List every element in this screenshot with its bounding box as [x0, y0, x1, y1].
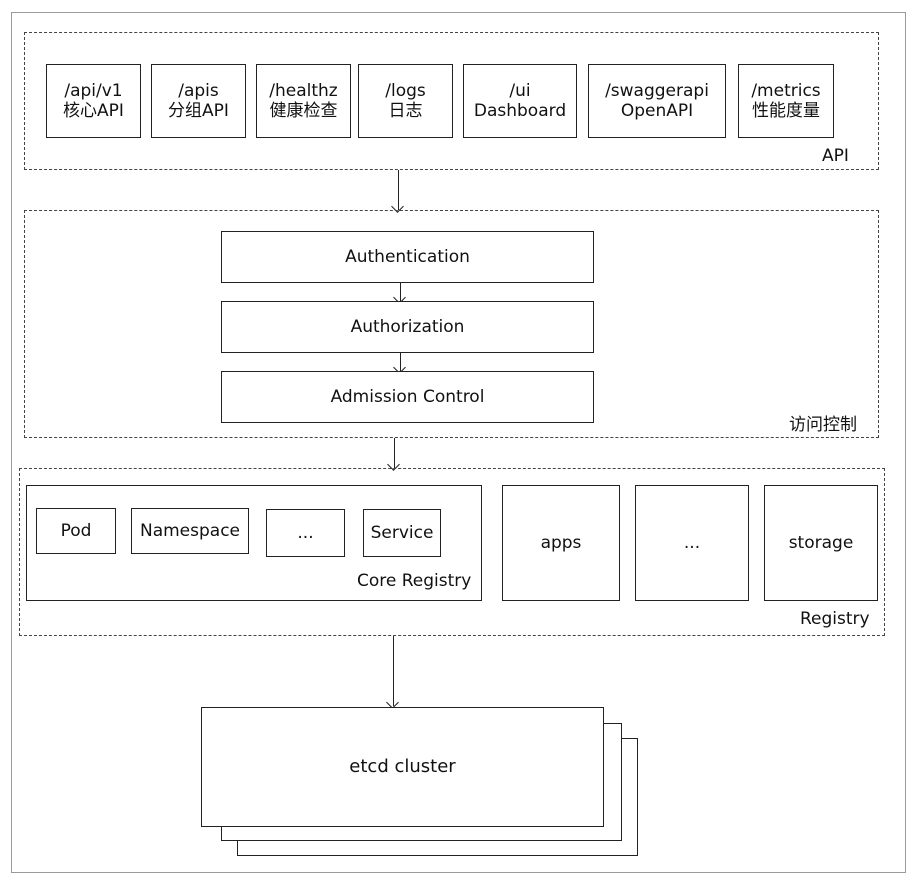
core-registry-item-namespace: Namespace	[131, 508, 249, 554]
registry-storage-box: storage	[764, 485, 878, 601]
arrow-api-to-access	[398, 170, 399, 210]
arrow-auth-to-authz	[400, 283, 401, 301]
registry-group-label: Registry	[800, 609, 870, 629]
endpoint-path: /logs	[385, 81, 426, 101]
etcd-cluster-label: etcd cluster	[349, 756, 456, 777]
api-endpoint-logs: /logs 日志	[358, 64, 453, 138]
endpoint-path: /apis	[178, 81, 219, 101]
authentication-label: Authentication	[345, 247, 470, 267]
core-registry-label: Core Registry	[357, 571, 472, 591]
endpoint-desc: OpenAPI	[620, 101, 694, 121]
access-control-group	[24, 210, 879, 438]
endpoint-path: /api/v1	[64, 81, 123, 101]
api-group	[24, 32, 879, 170]
namespace-label: Namespace	[139, 521, 241, 541]
endpoint-desc: 健康检查	[269, 101, 338, 121]
endpoint-path: /swaggerapi	[605, 81, 709, 101]
etcd-cluster-box: etcd cluster	[201, 707, 604, 827]
ellipsis-label: ...	[297, 523, 314, 543]
api-group-label: API	[822, 146, 849, 166]
apps-label: apps	[540, 533, 582, 553]
core-registry-item-service: Service	[363, 509, 441, 557]
arrow-access-to-registry	[394, 438, 395, 468]
api-endpoint-ui: /ui Dashboard	[463, 64, 577, 138]
api-endpoint-healthz: /healthz 健康检查	[256, 64, 351, 138]
endpoint-desc: 核心API	[63, 101, 124, 121]
endpoint-desc: 日志	[388, 101, 423, 121]
arrow-authz-to-admission	[400, 353, 401, 371]
api-endpoint-apis: /apis 分组API	[151, 64, 246, 138]
api-endpoint-swaggerapi: /swaggerapi OpenAPI	[588, 64, 726, 138]
storage-label: storage	[788, 533, 854, 553]
pod-label: Pod	[60, 521, 92, 541]
registry-more-box: ...	[635, 485, 749, 601]
endpoint-path: /ui	[509, 81, 531, 101]
access-control-label: 访问控制	[789, 415, 857, 435]
api-endpoint-api-v1: /api/v1 核心API	[46, 64, 141, 138]
endpoint-desc: 性能度量	[752, 101, 820, 121]
endpoint-desc: Dashboard	[473, 101, 567, 121]
endpoint-path: /metrics	[751, 81, 821, 101]
diagram-frame	[11, 12, 906, 873]
authorization-label: Authorization	[350, 317, 465, 337]
api-endpoint-metrics: /metrics 性能度量	[738, 64, 834, 138]
registry-group	[19, 468, 885, 636]
authorization-box: Authorization	[221, 301, 594, 353]
core-registry-item-pod: Pod	[36, 508, 116, 554]
endpoint-desc: 分组API	[168, 101, 229, 121]
ellipsis-label: ...	[683, 533, 701, 553]
service-label: Service	[370, 523, 434, 543]
authentication-box: Authentication	[221, 231, 594, 283]
admission-control-box: Admission Control	[221, 371, 594, 423]
arrow-registry-to-etcd	[393, 636, 394, 706]
admission-control-label: Admission Control	[330, 387, 485, 407]
registry-apps-box: apps	[502, 485, 620, 601]
core-registry-item-more: ...	[266, 509, 345, 557]
endpoint-path: /healthz	[269, 81, 338, 101]
